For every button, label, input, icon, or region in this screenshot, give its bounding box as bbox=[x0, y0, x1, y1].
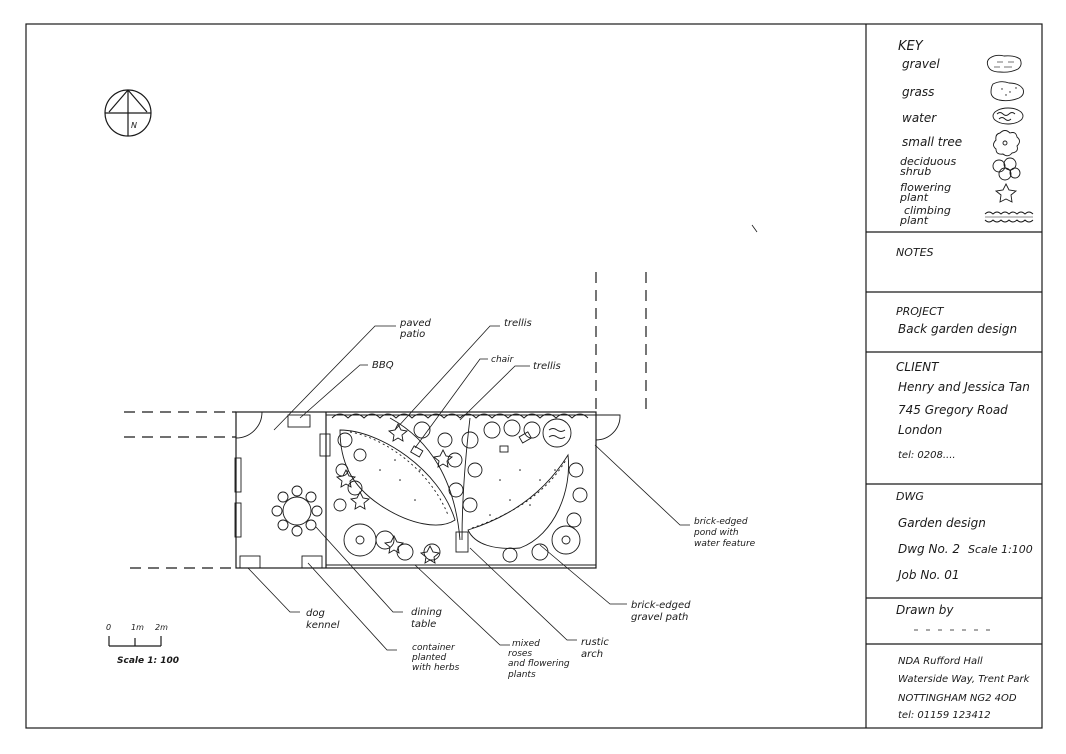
key-heading: KEY bbox=[898, 39, 924, 54]
label-trellis-second: trellis bbox=[533, 361, 561, 372]
dwg-heading: DWG bbox=[896, 490, 924, 503]
project-heading: PROJECT bbox=[896, 305, 945, 318]
label-trellis-top: trellis bbox=[504, 318, 532, 329]
annotations: paved patio BBQ trellis chair trellis br… bbox=[306, 318, 756, 680]
dining-table-symbol bbox=[271, 485, 323, 537]
dwg-number: Dwg No. 2 bbox=[898, 542, 960, 556]
label-chair: chair bbox=[491, 355, 515, 365]
notes-heading: NOTES bbox=[896, 246, 934, 259]
patio-area bbox=[235, 411, 597, 569]
lawn-path-curve bbox=[339, 429, 456, 526]
label-rustic-arch: rustic arch bbox=[581, 637, 612, 660]
scale-bar: 0 1m 2m Scale 1: 100 bbox=[106, 623, 179, 666]
flowering-plant-symbol-icon bbox=[994, 182, 1018, 203]
scale-bar-label: Scale 1: 100 bbox=[117, 656, 179, 666]
scale-tick-0: 0 bbox=[106, 623, 111, 632]
dwg-title: Garden design bbox=[898, 516, 986, 530]
key-label-climbing-plant: climbing plant bbox=[899, 204, 954, 227]
deciduous-shrub-symbol-icon bbox=[992, 157, 1021, 181]
dwg-job-number: Job No. 01 bbox=[896, 568, 960, 582]
small-tree-symbol-icon bbox=[993, 130, 1020, 157]
key-label-water: water bbox=[902, 111, 937, 125]
label-bbq: BBQ bbox=[372, 360, 394, 371]
gravel-dots bbox=[379, 459, 556, 516]
client-heading: CLIENT bbox=[896, 360, 940, 374]
grass-symbol-icon bbox=[990, 81, 1024, 102]
label-brick-path: brick-edged gravel path bbox=[631, 600, 694, 623]
project-value: Back garden design bbox=[898, 322, 1017, 336]
label-mixed-roses: mixed roses and flowering plants bbox=[507, 639, 573, 680]
gravel-symbol-icon bbox=[986, 54, 1022, 73]
compass-north-label: N bbox=[131, 121, 137, 130]
pond-symbol bbox=[542, 418, 572, 448]
north-compass-icon: N bbox=[104, 89, 152, 137]
scale-tick-2m: 2m bbox=[155, 623, 168, 632]
bbq-unit bbox=[287, 414, 311, 428]
sheet-border bbox=[25, 23, 1043, 729]
leader-lines bbox=[247, 325, 690, 651]
label-dog-kennel: dog kennel bbox=[306, 608, 340, 631]
dwg-scale: Scale 1:100 bbox=[968, 543, 1033, 556]
rustic-arch-symbol bbox=[455, 531, 469, 553]
office-address: NDA Rufford Hall Waterside Way, Trent Pa… bbox=[898, 656, 1033, 721]
key-label-grass: grass bbox=[902, 85, 934, 99]
garden-plan bbox=[124, 272, 647, 569]
key-label-deciduous-shrub: deciduous shrub bbox=[900, 155, 960, 178]
label-brick-pond: brick-edged pond with water feature bbox=[693, 517, 756, 549]
drawn-by-heading: Drawn by bbox=[896, 603, 954, 617]
shrub-borders bbox=[331, 413, 589, 563]
title-block: KEY gravel grass wat bbox=[865, 24, 1042, 728]
scale-tick-1m: 1m bbox=[131, 623, 144, 632]
label-paved-patio: paved patio bbox=[399, 318, 434, 340]
label-dining-table: dining table bbox=[411, 607, 445, 630]
water-symbol-icon bbox=[992, 107, 1024, 125]
label-container: container planted with herbs bbox=[411, 643, 460, 673]
key-label-gravel: gravel bbox=[902, 57, 940, 71]
climbing-plant-symbol-icon bbox=[984, 211, 1034, 223]
key-section: KEY gravel grass wat bbox=[898, 39, 1034, 227]
client-details: Henry and Jessica Tan 745 Gregory Road L… bbox=[898, 380, 1034, 461]
key-label-small-tree: small tree bbox=[902, 135, 962, 149]
key-label-flowering-plant: flowering plant bbox=[899, 181, 955, 204]
flowering-plant-symbols bbox=[335, 422, 454, 564]
